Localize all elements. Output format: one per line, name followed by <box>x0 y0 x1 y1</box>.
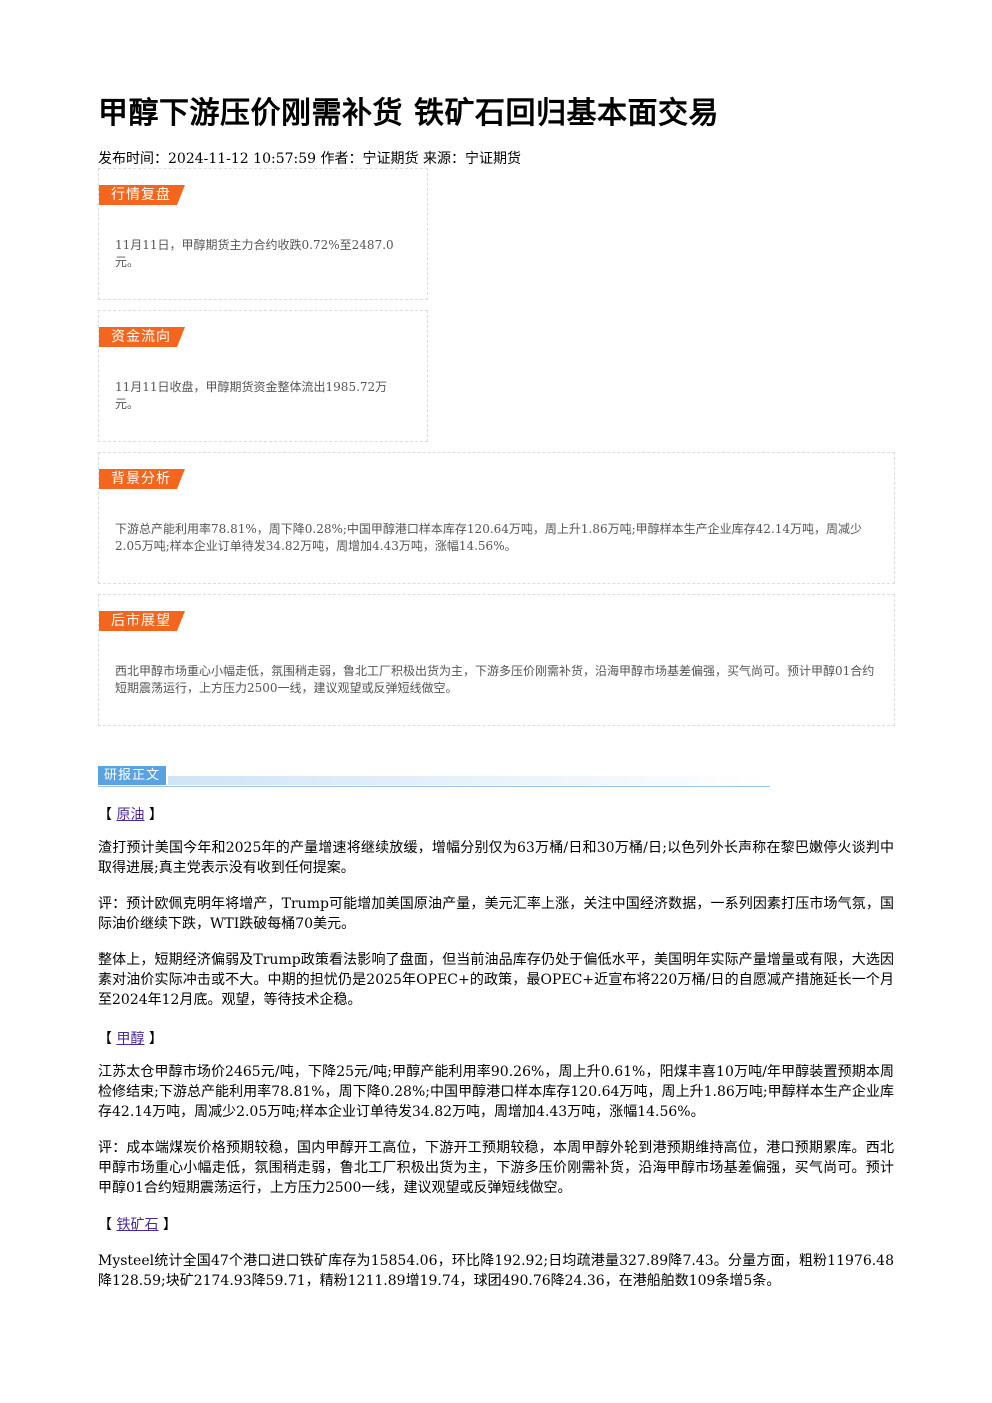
card-text: 下游总产能利用率78.81%，周下降0.28%;中国甲醇港口样本库存120.64… <box>115 522 863 553</box>
report-body-label: 研报正文 <box>98 766 167 785</box>
paragraph: 整体上，短期经济偏弱及Trump政策看法影响了盘面，但当前油品库存仍处于偏低水平… <box>98 952 894 1008</box>
methanol-link[interactable]: 甲醇 <box>116 1031 145 1047</box>
header-divider <box>168 776 770 785</box>
section-heading-iron-ore: 【 铁矿石 】 <box>98 1217 177 1233</box>
report-body-header: 研报正文 <box>98 766 770 787</box>
article-meta: 发布时间：2024-11-12 10:57:59 作者：宁证期货 来源：宁证期货 <box>98 151 521 167</box>
card-label: 背景分析 <box>99 469 185 489</box>
paragraph: Mysteel统计全国47个港口进口铁矿库存为15854.06，环比降192.9… <box>98 1253 894 1289</box>
section-heading-crude-oil: 【 原油 】 <box>98 807 163 823</box>
section-heading-methanol: 【 甲醇 】 <box>98 1031 163 1047</box>
card-text: 西北甲醇市场重心小幅走低，氛围稍走弱，鲁北工厂积极出货为主，下游多压价刚需补货，… <box>115 664 875 695</box>
card-label: 资金流向 <box>99 327 185 347</box>
iron-ore-link[interactable]: 铁矿石 <box>116 1217 159 1233</box>
card-text: 11月11日，甲醇期货主力合约收跌0.72%至2487.0元。 <box>115 238 394 269</box>
article-title: 甲醇下游压价刚需补货 铁矿石回归基本面交易 <box>98 96 719 131</box>
card-text: 11月11日收盘，甲醇期货资金整体流出1985.72万元。 <box>115 380 388 411</box>
card-label: 后市展望 <box>99 611 185 631</box>
card-label: 行情复盘 <box>99 185 185 205</box>
card-fund-flow: 资金流向 11月11日收盘，甲醇期货资金整体流出1985.72万元。 <box>98 310 428 442</box>
paragraph: 评：成本端煤炭价格预期较稳，国内甲醇开工高位，下游开工预期较稳，本周甲醇外轮到港… <box>98 1140 894 1196</box>
crude-oil-link[interactable]: 原油 <box>116 807 145 823</box>
paragraph: 评：预计欧佩克明年将增产，Trump可能增加美国原油产量，美元汇率上涨，关注中国… <box>98 896 894 932</box>
card-market-review: 行情复盘 11月11日，甲醇期货主力合约收跌0.72%至2487.0元。 <box>98 168 428 300</box>
paragraph: 江苏太仓甲醇市场价2465元/吨，下降25元/吨;甲醇产能利用率90.26%，周… <box>98 1064 894 1120</box>
card-background-analysis: 背景分析 下游总产能利用率78.81%，周下降0.28%;中国甲醇港口样本库存1… <box>98 452 895 584</box>
card-outlook: 后市展望 西北甲醇市场重心小幅走低，氛围稍走弱，鲁北工厂积极出货为主，下游多压价… <box>98 594 895 726</box>
paragraph: 渣打预计美国今年和2025年的产量增速将继续放缓，增幅分别仅为63万桶/日和30… <box>98 840 894 876</box>
